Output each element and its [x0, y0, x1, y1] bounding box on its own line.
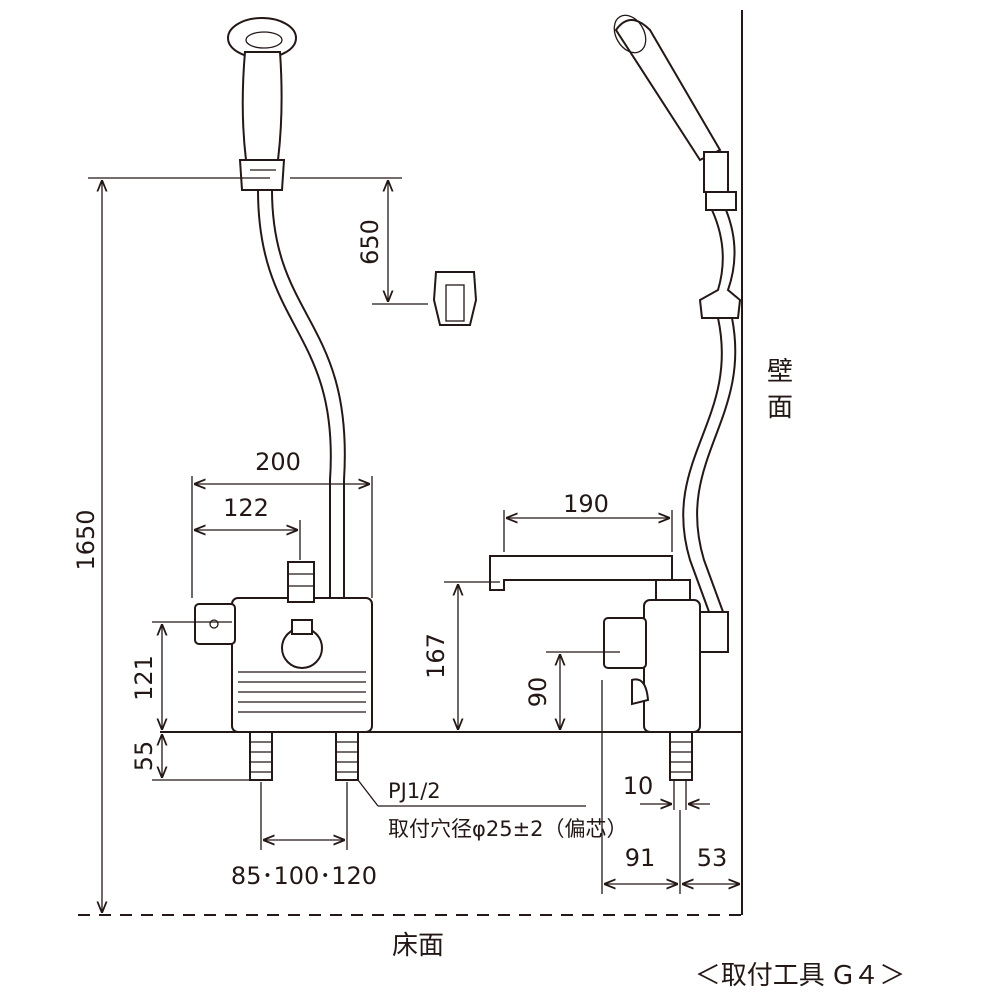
front-shower-head: [227, 17, 297, 191]
side-shower-head: [613, 14, 737, 211]
dim-mixer-height: 121: [130, 655, 158, 701]
front-mixer-body: [194, 561, 373, 733]
dim-total-height: 1650: [72, 509, 100, 570]
dim-outer-width: 200: [255, 448, 301, 476]
pipe-thread-label: PJ1/2: [388, 779, 441, 803]
dim-side-height: 90: [524, 677, 552, 708]
dim-spout-reach: 190: [563, 490, 609, 518]
wall-label-bottom: 面: [767, 393, 793, 423]
dim-depth: 91: [625, 844, 656, 872]
side-hose: [682, 317, 723, 621]
dim-pitch: 85･100･120: [231, 862, 377, 890]
dim-hook-distance: 650: [356, 219, 384, 265]
front-mount-leg-left: [249, 731, 273, 781]
dim-spout-height: 167: [422, 633, 450, 679]
floor-label: 床面: [392, 931, 444, 961]
mount-hole-label: 取付穴径φ25±2（偏芯）: [388, 817, 628, 841]
front-mount-leg-right: [335, 731, 359, 781]
tool-label: ＜取付工具 G４＞: [695, 961, 905, 991]
hook-icon: [432, 271, 478, 326]
side-mixer-body: [489, 555, 729, 781]
dim-leg-length: 55: [130, 741, 158, 772]
leader-line: [357, 779, 379, 807]
dim-offset: 10: [623, 772, 654, 800]
front-hose: [257, 189, 332, 600]
dim-wall-gap: 53: [697, 844, 728, 872]
wall-label-top: 壁: [767, 357, 793, 387]
dim-handle-offset: 122: [223, 494, 269, 522]
side-holder: [698, 209, 742, 319]
